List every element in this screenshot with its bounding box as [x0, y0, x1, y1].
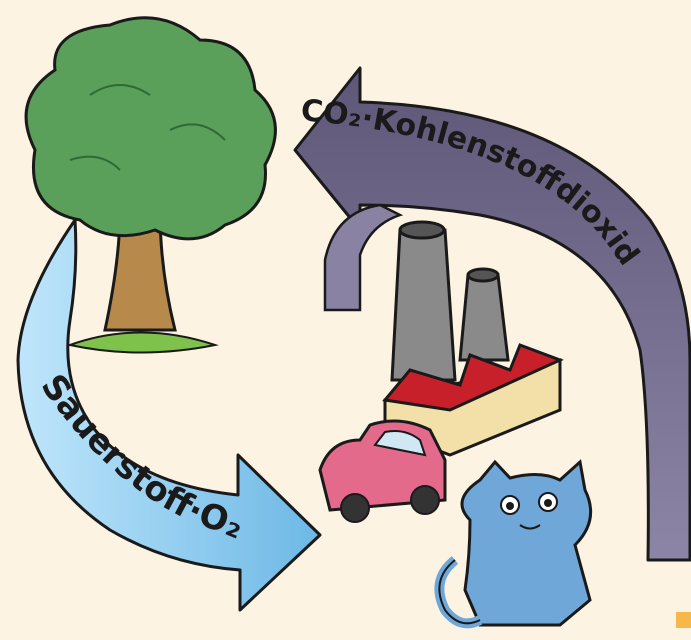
corner-mark — [676, 612, 691, 628]
car-icon — [320, 421, 445, 522]
creature-icon — [439, 462, 590, 625]
factory-icon — [385, 222, 560, 455]
